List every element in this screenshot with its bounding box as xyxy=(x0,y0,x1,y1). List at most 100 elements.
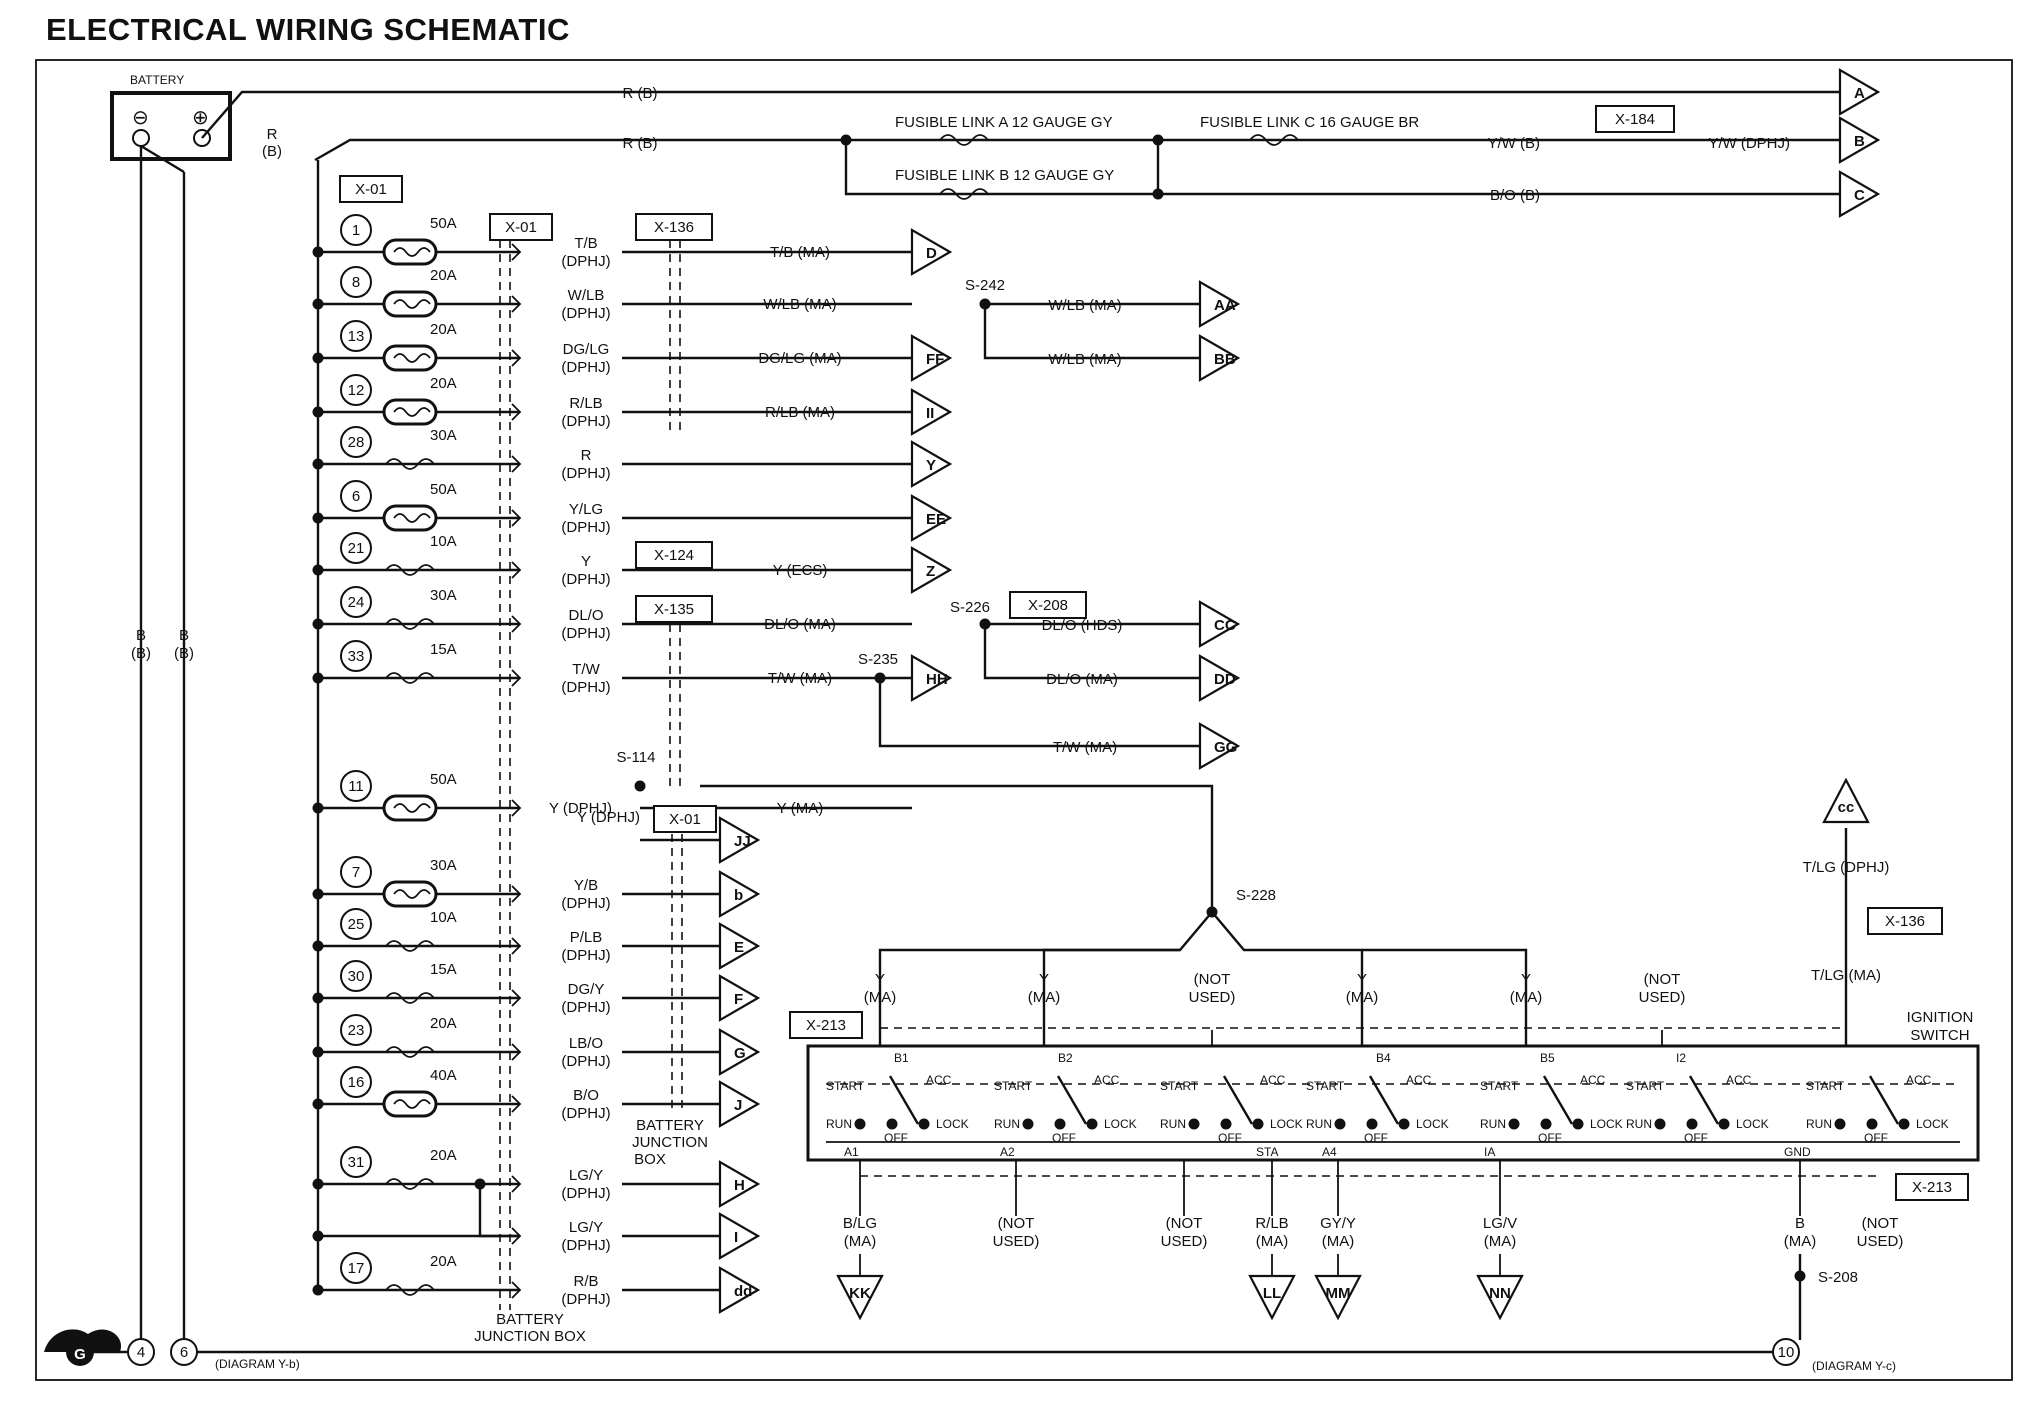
fuse-row-5-connector-icon xyxy=(511,509,522,527)
fuse-row-13-connector-icon xyxy=(718,1028,761,1076)
fuse-row-14-connector-icon xyxy=(718,1080,761,1128)
connector-aa-icon xyxy=(1198,280,1241,328)
ignition-gang-2-lock: LOCK xyxy=(1270,1117,1303,1131)
ignition-output-5-connector[interactable]: NN xyxy=(1476,1274,1524,1321)
ignition-gang-6-start: START xyxy=(1806,1079,1845,1093)
fuse-row-3-connector-label: II xyxy=(926,405,934,422)
ignition-gang-1-run: RUN xyxy=(994,1117,1020,1131)
fuse-row-4-connector[interactable]: Y xyxy=(910,440,953,488)
fuse-row-8-connector[interactable]: HH xyxy=(910,654,953,702)
connector-tag-x01-s114 xyxy=(653,805,717,833)
connector-tag-x124 xyxy=(635,541,713,569)
ignition-gang-2-run-dot xyxy=(1188,1118,1200,1130)
fuse-row-17-wire-suffix: (DPHJ) xyxy=(561,1291,610,1308)
fuse-row-6-out-label: Y (ECS) xyxy=(773,562,828,579)
fusible-junction-1 xyxy=(1152,134,1164,146)
fuse-row-8-connector-icon xyxy=(511,669,522,687)
connector-b[interactable]: B xyxy=(1838,116,1881,164)
fuse-row-4-fuse-icon xyxy=(385,458,435,470)
connector-c[interactable]: C xyxy=(1838,170,1881,218)
fuse-row-5-bus-dot xyxy=(312,512,324,524)
connector-gg[interactable]: GG xyxy=(1198,722,1241,770)
fuse-row-14-connector[interactable]: J xyxy=(718,1080,761,1128)
fusible-link-b-label: FUSIBLE LINK B 12 GAUGE GY xyxy=(895,167,1114,184)
fuse-row-15-connector[interactable]: H xyxy=(718,1160,761,1208)
fuse-row-11-wire-code: P/LB xyxy=(570,929,603,946)
ignition-input-2-suffix: USED) xyxy=(1189,989,1236,1006)
fuse-row-11-connector[interactable]: E xyxy=(718,922,761,970)
fuse-row-16-connector[interactable]: I xyxy=(718,1212,761,1260)
fuse-row-9-connector-icon xyxy=(511,799,522,817)
connector-tag-x01-bus-label: X-01 xyxy=(355,181,387,198)
fuse-row-12-connector[interactable]: F xyxy=(718,974,761,1022)
ignition-switch-box[interactable] xyxy=(806,1044,1980,1162)
ignition-title-2: SWITCH xyxy=(1910,1027,1969,1044)
batt-side-wire: R xyxy=(267,126,278,143)
connector-cc-upper-icon xyxy=(1198,600,1241,648)
fuse-row-2-connector[interactable]: FF xyxy=(910,334,953,382)
ignition-gang-3-off-dot xyxy=(1366,1118,1378,1130)
ignition-output-3-connector-icon xyxy=(1248,1274,1296,1321)
connector-tag-x136 xyxy=(635,213,713,241)
connector-cc-upper[interactable]: CC xyxy=(1198,600,1241,648)
fuse-row-5-fuse-icon-element xyxy=(393,513,431,523)
fuse-row-17-wire-code: R/B xyxy=(573,1273,598,1290)
fuse-row-3-amp: 20A xyxy=(430,375,457,392)
fuse-row-3-fuse-icon xyxy=(382,398,438,426)
fuse-row-10-connector[interactable]: b xyxy=(718,870,761,918)
battery[interactable]: BATTERY ⊖ ⊕ xyxy=(110,73,232,161)
ground-wire-4: B xyxy=(136,627,146,644)
connector-bb[interactable]: BB xyxy=(1198,334,1241,382)
ignition-gang-6-lock: LOCK xyxy=(1916,1117,1949,1131)
fuse-row-17-connector[interactable]: dd xyxy=(718,1266,761,1314)
fuse-row-6-connector-icon xyxy=(910,546,953,594)
ignition-gang-4-run-dot xyxy=(1508,1118,1520,1130)
battery-neg-terminal[interactable] xyxy=(132,129,150,147)
ignition-output-4-suffix: (MA) xyxy=(1322,1233,1355,1250)
fuse-row-13-connector-label: G xyxy=(734,1045,746,1062)
connector-dd[interactable]: DD xyxy=(1198,654,1241,702)
fuse-row-8-wire-suffix: (DPHJ) xyxy=(561,679,610,696)
connector-cc-lower[interactable]: cc xyxy=(1822,777,1870,824)
fuse-row-14-fuse-icon xyxy=(382,1090,438,1118)
ignition-gang-6-off-dot xyxy=(1866,1118,1878,1130)
connector-a[interactable]: A xyxy=(1838,68,1881,116)
fuse-row-8-bus-dot xyxy=(312,672,324,684)
ground-diagram-c: (DIAGRAM Y-c) xyxy=(1812,1359,1896,1373)
fuse-row-11-number: 25 xyxy=(348,916,365,933)
ignition-bottom-term-3: STA xyxy=(1256,1145,1278,1159)
ground-badge xyxy=(66,1338,94,1366)
fuse-row-3-wire-code: R/LB xyxy=(569,395,602,412)
ignition-output-3-connector[interactable]: LL xyxy=(1248,1274,1296,1321)
splice-s228-branch-b2 xyxy=(1042,911,1213,1046)
ignition-input-3-suffix: (MA) xyxy=(1346,989,1379,1006)
connector-jj[interactable]: JJ xyxy=(718,816,761,864)
ignition-output-4-connector[interactable]: MM xyxy=(1314,1274,1362,1321)
ignition-output-6-suffix: (MA) xyxy=(1784,1233,1817,1250)
connector-aa[interactable]: AA xyxy=(1198,280,1241,328)
ignition-gang-1-off: OFF xyxy=(1052,1131,1076,1145)
splice-s242-out2-label: W/LB (MA) xyxy=(1048,351,1121,368)
fuse-row-1-amp: 20A xyxy=(430,267,457,284)
fuse-row-2-fuse-icon-element xyxy=(393,353,431,363)
fuse-row-6-connector[interactable]: Z xyxy=(910,546,953,594)
fuse-row-5-connector[interactable]: EE xyxy=(910,494,953,542)
fuse-row-13-connector[interactable]: G xyxy=(718,1028,761,1076)
fuse-row-3-connector[interactable]: II xyxy=(910,388,953,436)
ignition-gang-2-acc: ACC xyxy=(1260,1073,1286,1087)
connector-gg-label: GG xyxy=(1214,739,1237,756)
fuse-row-0-connector[interactable]: D xyxy=(910,228,953,276)
ignition-gang-2-blade xyxy=(1222,1075,1254,1125)
fuse-row-7-number-icon xyxy=(340,586,372,618)
fuse-row-2-wire-suffix: (DPHJ) xyxy=(561,359,610,376)
fuse-row-4-number-icon xyxy=(340,426,372,458)
fuse-row-3-connector-icon xyxy=(511,403,522,421)
ignition-gang-6-run: RUN xyxy=(1806,1117,1832,1131)
ignition-output-0-connector[interactable]: KK xyxy=(836,1274,884,1321)
fuse-row-0-fuse-icon-element xyxy=(393,247,431,257)
ignition-gang-2-start: START xyxy=(1160,1079,1199,1093)
ignition-gang-6-blade xyxy=(1868,1075,1900,1125)
splice-s235-out-label: T/W (MA) xyxy=(1053,739,1117,756)
fuse-row-15-number-icon xyxy=(340,1146,372,1178)
fuse-row-13-connector-icon xyxy=(511,1043,522,1061)
